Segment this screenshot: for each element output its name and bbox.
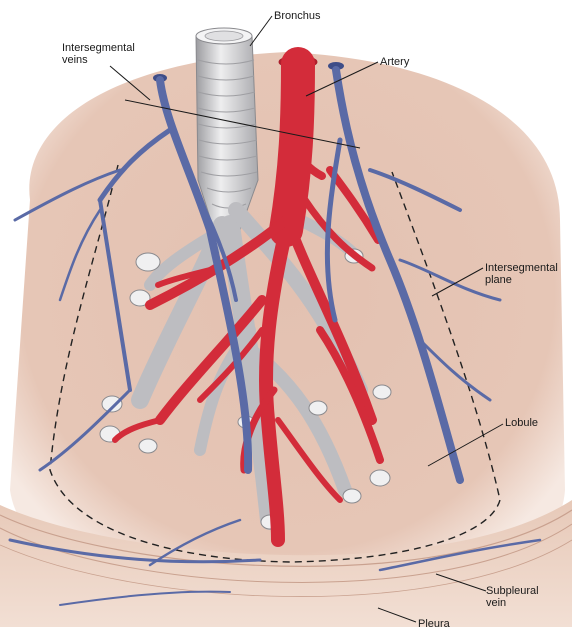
label-intersegmental-veins: Intersegmental veins [62,42,135,66]
label-subpleural-vein: Subpleural vein [486,585,539,609]
label-intersegmental-plane: Intersegmental plane [485,262,558,286]
label-artery: Artery [380,56,409,68]
label-bronchus: Bronchus [274,10,320,22]
label-pleura: Pleura [418,618,450,627]
label-lobule: Lobule [505,417,538,429]
